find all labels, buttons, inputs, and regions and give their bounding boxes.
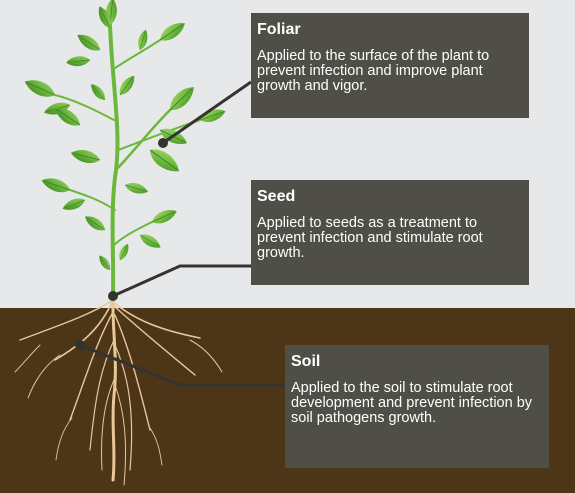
foliar-title: Foliar: [257, 21, 523, 39]
seed-leader-line: [113, 266, 251, 296]
soil-description: Applied to the soil to stimulate root de…: [291, 381, 543, 426]
seed-callout: Seed Applied to seeds as a treatment to …: [251, 180, 529, 285]
foliar-callout: Foliar Applied to the surface of the pla…: [251, 13, 529, 118]
soil-title: Soil: [291, 353, 543, 371]
roots: [15, 296, 222, 485]
foliar-leader-line: [163, 82, 251, 143]
seed-point: [108, 291, 118, 301]
seed-description: Applied to seeds as a treatment to preve…: [257, 216, 523, 261]
foliar-point: [158, 138, 168, 148]
seed-title: Seed: [257, 188, 523, 206]
soil-point: [75, 340, 85, 350]
leaves: [22, 0, 227, 272]
soil-callout: Soil Applied to the soil to stimulate ro…: [285, 345, 549, 468]
foliar-description: Applied to the surface of the plant to p…: [257, 49, 523, 94]
